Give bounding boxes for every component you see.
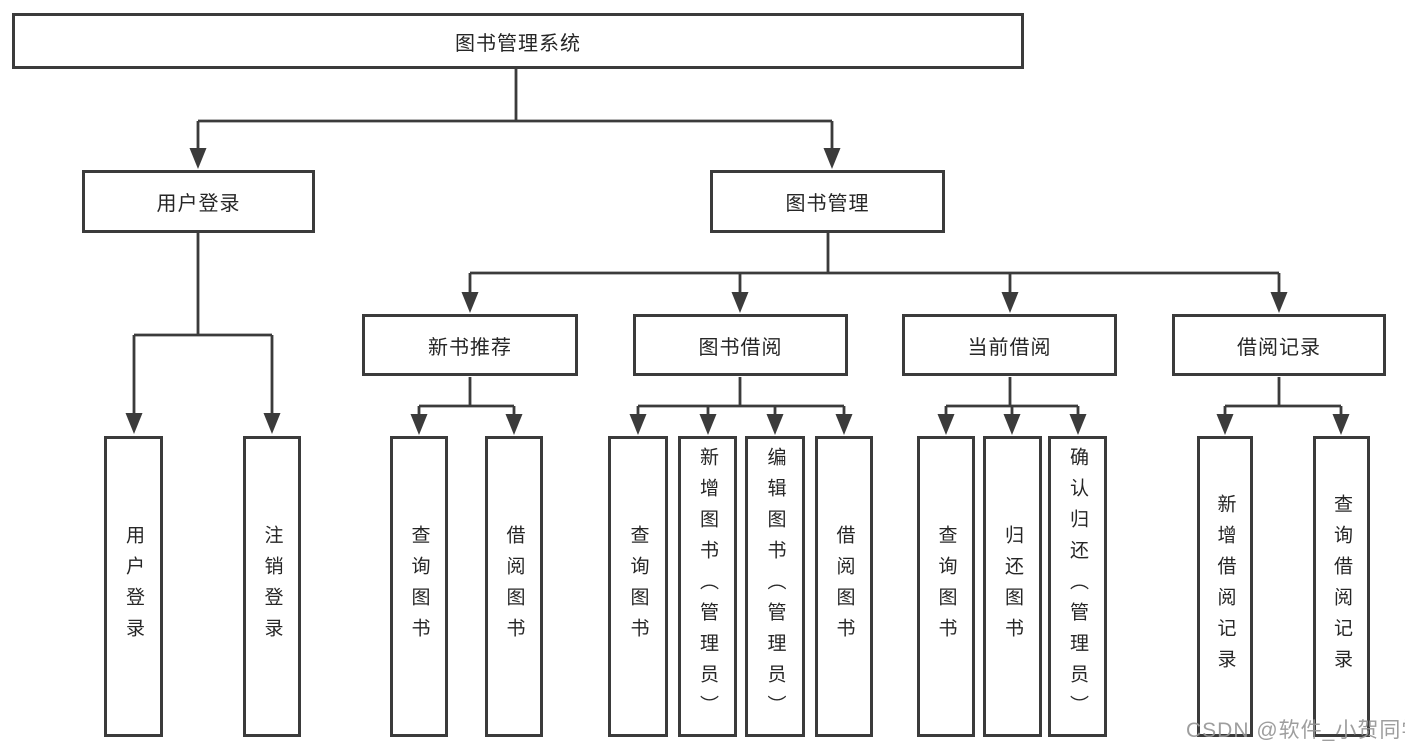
leaf-query-books: 查询图书 (917, 436, 975, 737)
leaf-label: 编辑图书（管理员） (764, 447, 786, 726)
leaf-borrow-books: 借阅图书 (815, 436, 873, 737)
edge-book-mgmt-split (468, 233, 1281, 296)
leaf-label: 借阅图书 (833, 524, 855, 649)
node-book-management: 图书管理 (710, 170, 945, 233)
csdn-watermark: CSDN @软件_小贺同学 (1186, 719, 1405, 742)
leaf-confirm-return-admin: 确认归还（管理员） (1048, 436, 1107, 737)
edge-new-book-split (417, 377, 516, 418)
leaf-edit-books-admin: 编辑图书（管理员） (745, 436, 805, 737)
leaf-label: 查询图书 (627, 524, 649, 649)
leaf-label: 归还图书 (1002, 524, 1023, 649)
leaf-label: 查询图书 (935, 524, 957, 649)
arrowheads (125, 148, 1350, 435)
leaf-label: 查询图书 (408, 524, 430, 649)
leaf-label: 确认归还（管理员） (1067, 447, 1088, 726)
leaf-query-books: 查询图书 (390, 436, 448, 737)
leaf-label: 新增借阅记录 (1214, 493, 1236, 680)
node-new-book-recommendation: 新书推荐 (362, 314, 578, 376)
leaf-add-books-admin: 新增图书（管理员） (678, 436, 737, 737)
node-current-borrowing: 当前借阅 (902, 314, 1117, 376)
leaf-label: 新增图书（管理员） (697, 447, 718, 726)
edge-user-login-split (132, 233, 274, 417)
leaf-return-books: 归还图书 (983, 436, 1042, 737)
edge-root-split (196, 69, 834, 152)
leaf-add-borrow-record: 新增借阅记录 (1197, 436, 1253, 737)
node-borrowing-records: 借阅记录 (1172, 314, 1386, 376)
edge-borrow-record-split (1223, 377, 1343, 418)
leaf-user-login: 用户登录 (104, 436, 163, 737)
node-user-login: 用户登录 (82, 170, 315, 233)
leaf-query-books: 查询图书 (608, 436, 668, 737)
leaf-borrow-books: 借阅图书 (485, 436, 543, 737)
leaf-label: 查询借阅记录 (1331, 493, 1352, 680)
node-book-borrowing: 图书借阅 (633, 314, 848, 376)
leaf-label: 注销登录 (261, 524, 283, 649)
leaf-label: 用户登录 (123, 524, 144, 649)
edge-book-borrow-split (636, 377, 846, 418)
edge-current-borrow-split (944, 377, 1080, 418)
node-library-management-system: 图书管理系统 (12, 13, 1024, 69)
leaf-logout: 注销登录 (243, 436, 301, 737)
leaf-query-borrow-record: 查询借阅记录 (1313, 436, 1370, 737)
leaf-label: 借阅图书 (503, 524, 525, 649)
